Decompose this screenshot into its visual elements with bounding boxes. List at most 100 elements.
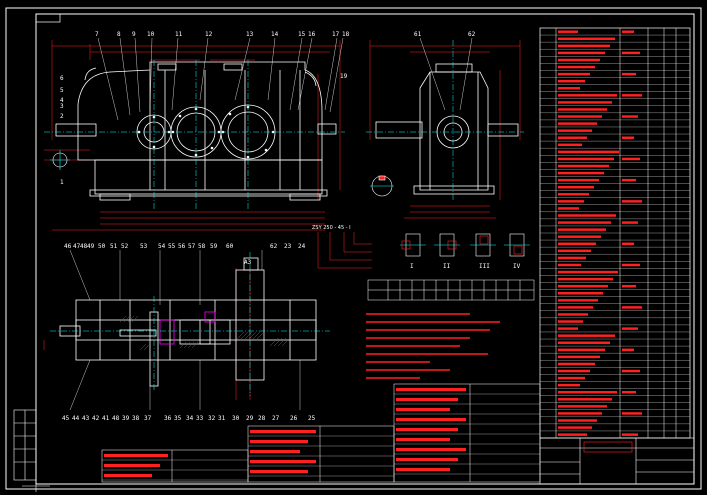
parts-list-lower: [101, 383, 541, 483]
type-code-line: ZSY 250 - 45 - Ⅰ: [312, 225, 351, 231]
parts-list-entry: [558, 334, 615, 337]
callout-24: 24: [298, 243, 306, 250]
callout-33: 33: [196, 415, 204, 422]
parts-list-material: [622, 115, 638, 118]
parts-list-material: [622, 51, 640, 55]
parts-list-material: [622, 221, 638, 224]
parts-list-material: [622, 306, 642, 309]
parts-list-entry: [558, 178, 599, 182]
callout-49: 49: [87, 243, 95, 250]
parts-list-entry: [558, 193, 589, 196]
callout-44: 44: [72, 415, 80, 422]
callout-3: 3: [60, 103, 64, 110]
section-view-callouts-top: 46 47 48 49 50 51 52 53 54 55 56 57 58 5…: [64, 243, 306, 250]
callout-14: 14: [271, 31, 279, 38]
callout-13: 13: [246, 31, 254, 38]
variant-label-3: III: [479, 263, 490, 270]
parts-list-entry: [558, 256, 586, 260]
technical-notes: [366, 313, 500, 379]
callout-17: 17: [332, 31, 340, 38]
parts-list-entry: [558, 362, 595, 366]
side-view: 61 62: [366, 31, 524, 219]
parts-list-entry: [558, 277, 613, 281]
parts-list-material: [622, 157, 640, 161]
callout-53: 53: [140, 243, 148, 250]
callout-35: 35: [174, 415, 182, 422]
parts-list-entry: [558, 65, 595, 69]
parts-list-material: [622, 412, 642, 415]
parts-list-entry: [558, 299, 598, 302]
callout-57: 57: [188, 243, 196, 250]
callout-27: 27: [272, 415, 280, 422]
parts-list-material: [622, 94, 642, 97]
parts-list-material: [622, 136, 634, 139]
parts-list-entry: [558, 79, 585, 83]
parts-list-entry: [558, 426, 592, 429]
callout-6: 6: [60, 75, 64, 82]
parts-list-entry: [558, 157, 614, 161]
parts-list-material: [622, 200, 642, 203]
parts-list-entry: [558, 398, 612, 401]
parts-list-material: [622, 178, 636, 182]
parts-list-entry: [558, 405, 607, 408]
lower-parts-entry: [396, 438, 450, 441]
parts-list-entry: [558, 72, 590, 76]
callout-58: 58: [198, 243, 206, 250]
lower-parts-entry: [104, 464, 160, 467]
parts-list-entry: [558, 270, 618, 274]
parts-list-entry: [558, 129, 592, 132]
parts-list-entry: [558, 412, 602, 415]
callout-19: 19: [340, 73, 348, 80]
callout-56: 56: [178, 243, 186, 250]
lower-parts-entry: [104, 454, 168, 457]
callout-61: 61: [414, 31, 422, 38]
parts-list-material: [622, 30, 634, 33]
parts-list-entry: [558, 58, 600, 62]
callout-18: 18: [342, 31, 350, 38]
callout-23: 23: [284, 243, 292, 250]
parts-list-entry: [558, 51, 605, 55]
lower-parts-entry: [250, 440, 308, 443]
parts-list-entry: [558, 383, 580, 387]
parts-list-entry: [558, 433, 587, 436]
callout-38: 38: [132, 415, 140, 422]
parts-list-entry: [558, 419, 597, 422]
callout-32: 32: [208, 415, 216, 422]
parts-list-material: [622, 433, 638, 436]
top-left-tag: [35, 13, 61, 23]
parts-list-entry: [558, 200, 584, 203]
callout-42: 42: [92, 415, 100, 422]
callout-29: 29: [246, 415, 254, 422]
callout-2: 2: [60, 113, 64, 120]
title-block: [539, 437, 695, 485]
callout-5: 5: [60, 87, 64, 94]
callout-60: 60: [226, 243, 234, 250]
parts-list-entry: [558, 355, 600, 359]
lower-parts-entry: [396, 398, 458, 401]
drawing-border-outer: [5, 7, 702, 490]
callout-7: 7: [95, 31, 99, 38]
parts-list-entry: [558, 306, 593, 309]
parts-list-material: [622, 390, 636, 394]
callout-59: 59: [210, 243, 218, 250]
parts-list: [539, 27, 691, 439]
parts-list-material: [622, 284, 636, 288]
assembly-variants: [400, 233, 530, 257]
callout-36: 36: [164, 415, 172, 422]
lower-parts-entry: [396, 468, 450, 471]
callout-25: 25: [308, 415, 316, 422]
lower-parts-entry: [104, 474, 152, 477]
parts-list-material: [622, 242, 634, 246]
callout-46: 46: [64, 243, 72, 250]
parts-list-entry: [558, 136, 587, 139]
parts-list-material: [622, 72, 636, 76]
callout-62b: 62: [270, 243, 278, 250]
parts-list-material: [622, 263, 640, 267]
parts-list-entry: [558, 284, 608, 288]
parts-list-entry: [558, 221, 611, 224]
lower-parts-entry: [396, 448, 466, 451]
parts-list-entry: [558, 292, 603, 295]
lower-parts-entry: [396, 458, 458, 461]
callout-31: 31: [218, 415, 226, 422]
parts-list-entry: [558, 150, 619, 154]
